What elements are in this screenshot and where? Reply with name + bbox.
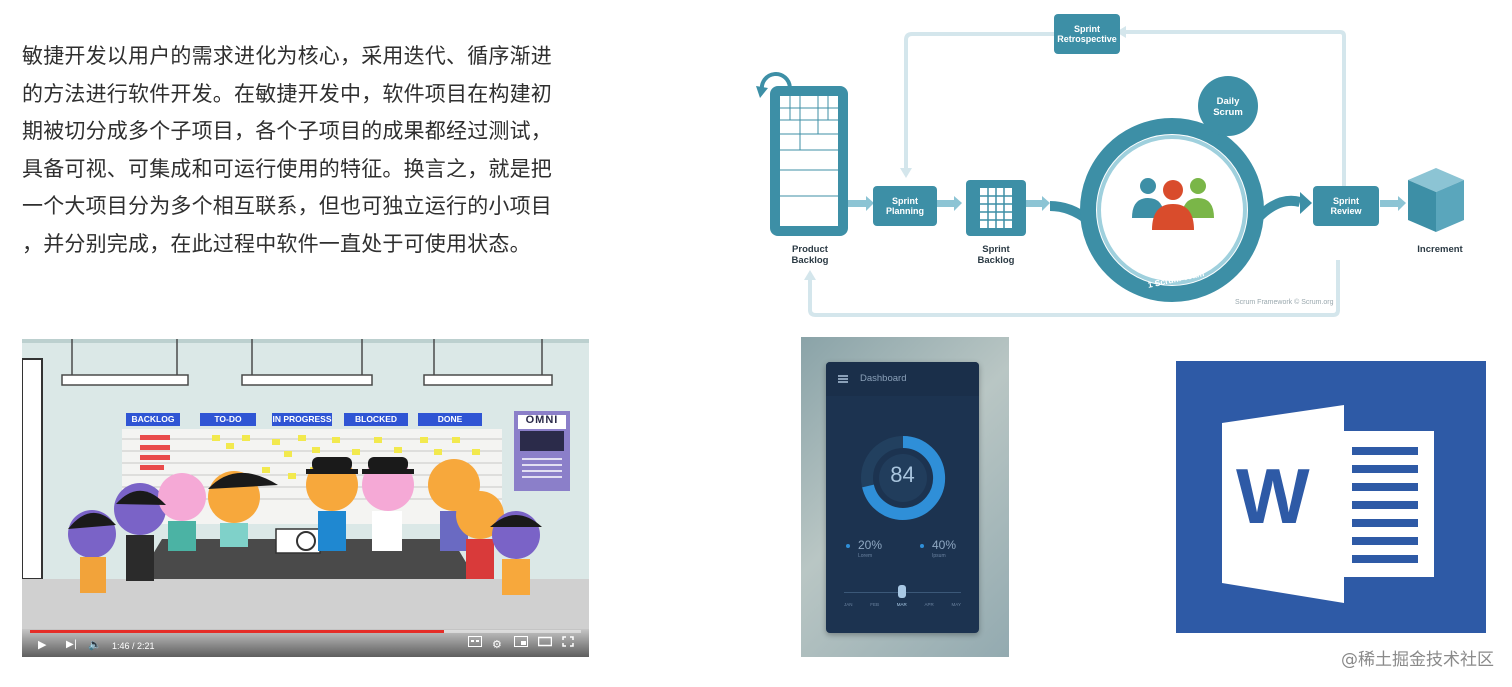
dashboard-mockup: Dashboard 84 20% Lorem 40% Ipsum JAN FEB… (801, 337, 1009, 657)
month-label: JAN (844, 602, 853, 607)
word-logo: W (1176, 361, 1486, 633)
video-player[interactable]: BACKLOG TO-DO IN PROGRESS BLOCKED DONE O… (22, 339, 589, 657)
increment-label: Increment (1417, 244, 1463, 255)
scrum-credit: Scrum Framework © Scrum.org (1235, 299, 1334, 306)
product-backlog-label: Product Backlog (791, 244, 829, 266)
sprint-planning-box: Sprint Planning (873, 186, 937, 226)
intro-paragraph: 敏捷开发以用户的需求进化为核心，采用迭代、循序渐进 的方法进行软件开发。在敏捷开… (22, 38, 582, 264)
settings-icon[interactable]: ⚙ (492, 638, 502, 651)
month-label: MAR (896, 602, 907, 607)
next-icon[interactable]: ▶| (66, 639, 78, 650)
kanban-column-backlog: BACKLOG (126, 413, 180, 426)
score-value: 84 (890, 462, 915, 487)
score-gauge (861, 435, 946, 520)
play-icon[interactable]: ▶ (38, 638, 47, 651)
time-total: 2:21 (137, 641, 155, 651)
phone-screen: Dashboard 84 20% Lorem 40% Ipsum JAN FEB… (826, 362, 979, 633)
dashboard-header (826, 362, 979, 396)
paragraph-line: 敏捷开发以用户的需求进化为核心，采用迭代、循序渐进 (22, 44, 552, 68)
dashboard-title: Dashboard (860, 373, 907, 384)
video-progress-bar[interactable] (30, 630, 581, 633)
fullscreen-icon[interactable] (562, 636, 574, 651)
time-current: 1:46 (112, 641, 130, 651)
captions-icon[interactable] (468, 636, 482, 651)
sprint-retrospective-box: Sprint Retrospective (1054, 14, 1120, 54)
video-controls (22, 629, 589, 657)
month-labels: JAN FEB MAR APR MAY (844, 602, 961, 607)
menu-icon[interactable] (838, 375, 848, 383)
paragraph-line: 一个大项目分为多个相互联系，但也可独立运行的小项目 (22, 194, 552, 219)
stat1-label: Lorem (858, 553, 873, 559)
watermark: @稀土掘金技术社区 (1341, 650, 1494, 670)
stat2-label: Ipsum (932, 553, 946, 559)
month-label: MAY (951, 602, 961, 607)
month-slider-thumb[interactable] (898, 585, 906, 598)
scrum-framework-diagram: Sprint Planning Sprint Review Sprint Ret… (748, 10, 1468, 320)
paragraph-line: 具备可视、可集成和可运行使用的特征。换言之，就是把 (22, 156, 552, 181)
stat1-value: 20% (858, 538, 883, 552)
month-label: FEB (870, 602, 880, 607)
video-time: 1:46 / 2:21 (112, 641, 155, 651)
paragraph-line: 期被切分成多个子项目，各个子项目的成果都经过测试， (22, 119, 552, 144)
kanban-column-blocked: BLOCKED (344, 413, 408, 426)
poster-brand: OMNI (525, 414, 559, 426)
sprint-backlog-label: Sprint Backlog (977, 244, 1015, 266)
miniplayer-icon[interactable] (514, 636, 528, 651)
daily-scrum-label: Daily Scrum (1213, 96, 1243, 118)
month-label: APR (924, 602, 934, 607)
scrum-flow-lines (756, 26, 1464, 317)
video-frame-illustration (22, 339, 589, 657)
volume-icon[interactable]: 🔈 (88, 638, 102, 651)
theater-icon[interactable] (537, 636, 553, 651)
kanban-column-todo: TO-DO (200, 413, 256, 426)
video-progress-fill (30, 630, 445, 633)
paragraph-line: 的方法进行软件开发。在敏捷开发中，软件项目在构建初 (22, 81, 552, 106)
stat2-value: 40% (932, 538, 957, 552)
kanban-column-in-progress: IN PROGRESS (272, 413, 332, 426)
word-letter: W (1236, 452, 1310, 540)
kanban-column-done: DONE (418, 413, 482, 426)
paragraph-line: ，并分别完成，在此过程中软件一直处于可使用状态。 (22, 231, 531, 256)
word-icon (1222, 405, 1434, 603)
sprint-review-box: Sprint Review (1313, 186, 1379, 226)
